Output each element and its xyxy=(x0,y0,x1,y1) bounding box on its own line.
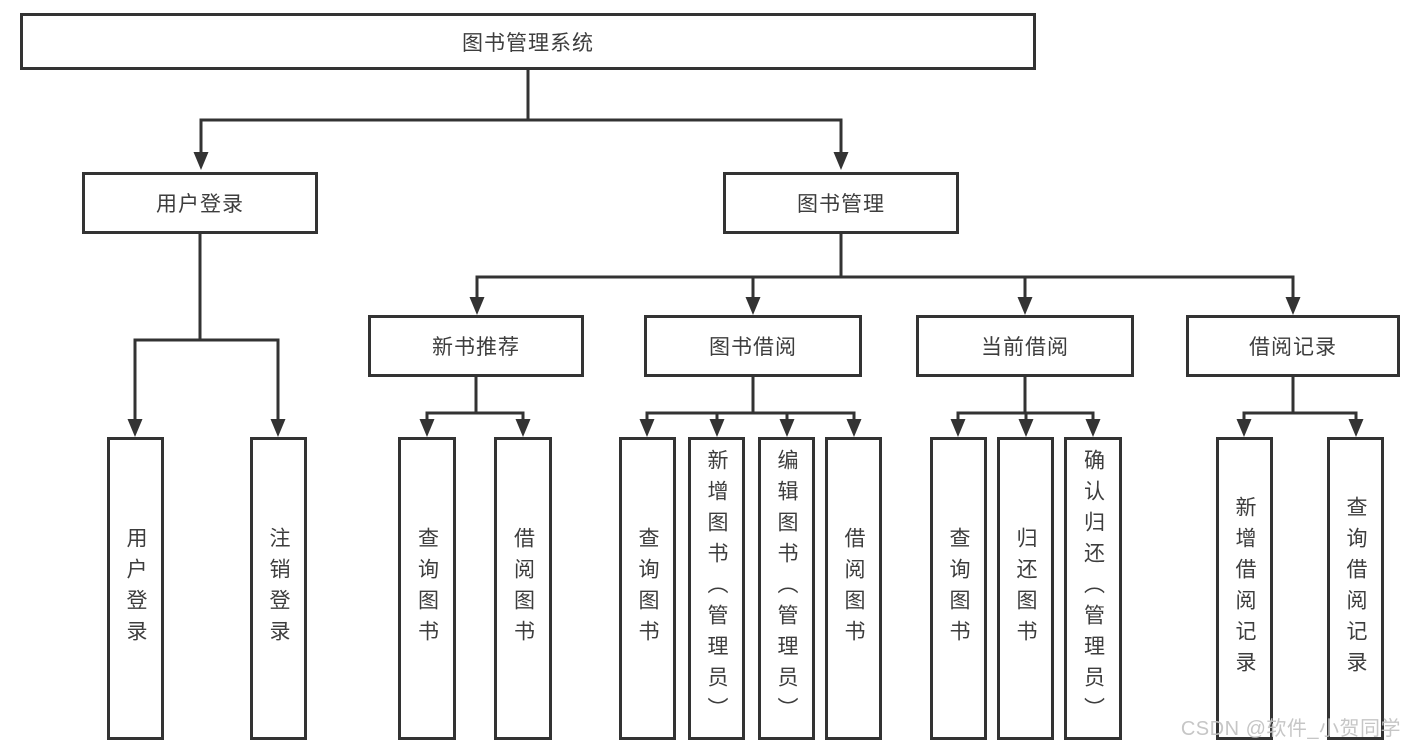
node-book-management: 图书管理 xyxy=(723,172,959,234)
node-new-book-recommend: 新书推荐 xyxy=(368,315,584,377)
leaf-current-query-books-label: 查询图书 xyxy=(947,526,970,651)
leaf-records-query-record: 查询借阅记录 xyxy=(1327,437,1384,740)
leaf-borrow-borrow-books: 借阅图书 xyxy=(825,437,882,740)
node-book-borrow-label: 图书借阅 xyxy=(709,336,797,359)
node-borrow-records-label: 借阅记录 xyxy=(1249,336,1337,359)
node-user-login: 用户登录 xyxy=(82,172,318,234)
leaf-borrow-query-books-label: 查询图书 xyxy=(636,526,659,651)
node-library-system: 图书管理系统 xyxy=(20,13,1036,70)
leaf-newbook-query-books-label: 查询图书 xyxy=(415,526,439,651)
node-book-management-label: 图书管理 xyxy=(797,193,885,216)
leaf-borrow-borrow-books-label: 借阅图书 xyxy=(842,526,865,651)
leaf-records-add-record: 新增借阅记录 xyxy=(1216,437,1273,740)
leaf-current-confirm-return-admin: 确认归还（管理员） xyxy=(1064,437,1122,740)
leaf-borrow-edit-books-admin-label: 编辑图书（管理员） xyxy=(775,449,798,728)
leaf-borrow-add-books-admin: 新增图书（管理员） xyxy=(688,437,745,740)
leaf-records-add-record-label: 新增借阅记录 xyxy=(1233,495,1256,682)
node-borrow-records: 借阅记录 xyxy=(1186,315,1400,377)
leaf-current-confirm-return-admin-label: 确认归还（管理员） xyxy=(1081,449,1105,728)
leaf-borrow-query-books: 查询图书 xyxy=(619,437,676,740)
leaf-logout: 注销登录 xyxy=(250,437,307,740)
leaf-borrow-edit-books-admin: 编辑图书（管理员） xyxy=(758,437,815,740)
leaf-current-query-books: 查询图书 xyxy=(930,437,987,740)
leaf-current-return-books: 归还图书 xyxy=(997,437,1054,740)
node-new-book-recommend-label: 新书推荐 xyxy=(432,336,520,359)
node-library-system-label: 图书管理系统 xyxy=(462,31,594,55)
leaf-user-login-label: 用户登录 xyxy=(124,526,147,651)
leaf-borrow-add-books-admin-label: 新增图书（管理员） xyxy=(705,449,728,728)
csdn-watermark: CSDN @软件_小贺同学 xyxy=(1180,718,1401,740)
leaf-logout-label: 注销登录 xyxy=(267,526,290,651)
leaf-records-query-record-label: 查询借阅记录 xyxy=(1344,495,1367,682)
node-current-borrow-label: 当前借阅 xyxy=(981,336,1069,359)
leaf-user-login: 用户登录 xyxy=(107,437,164,740)
leaf-newbook-borrow-books-label: 借阅图书 xyxy=(511,526,535,651)
leaf-newbook-borrow-books: 借阅图书 xyxy=(494,437,552,740)
node-current-borrow: 当前借阅 xyxy=(916,315,1134,377)
arrowheads xyxy=(127,152,1364,437)
node-user-login-label: 用户登录 xyxy=(156,193,244,216)
leaf-newbook-query-books: 查询图书 xyxy=(398,437,456,740)
leaf-current-return-books-label: 归还图书 xyxy=(1014,526,1037,651)
node-book-borrow: 图书借阅 xyxy=(644,315,862,377)
